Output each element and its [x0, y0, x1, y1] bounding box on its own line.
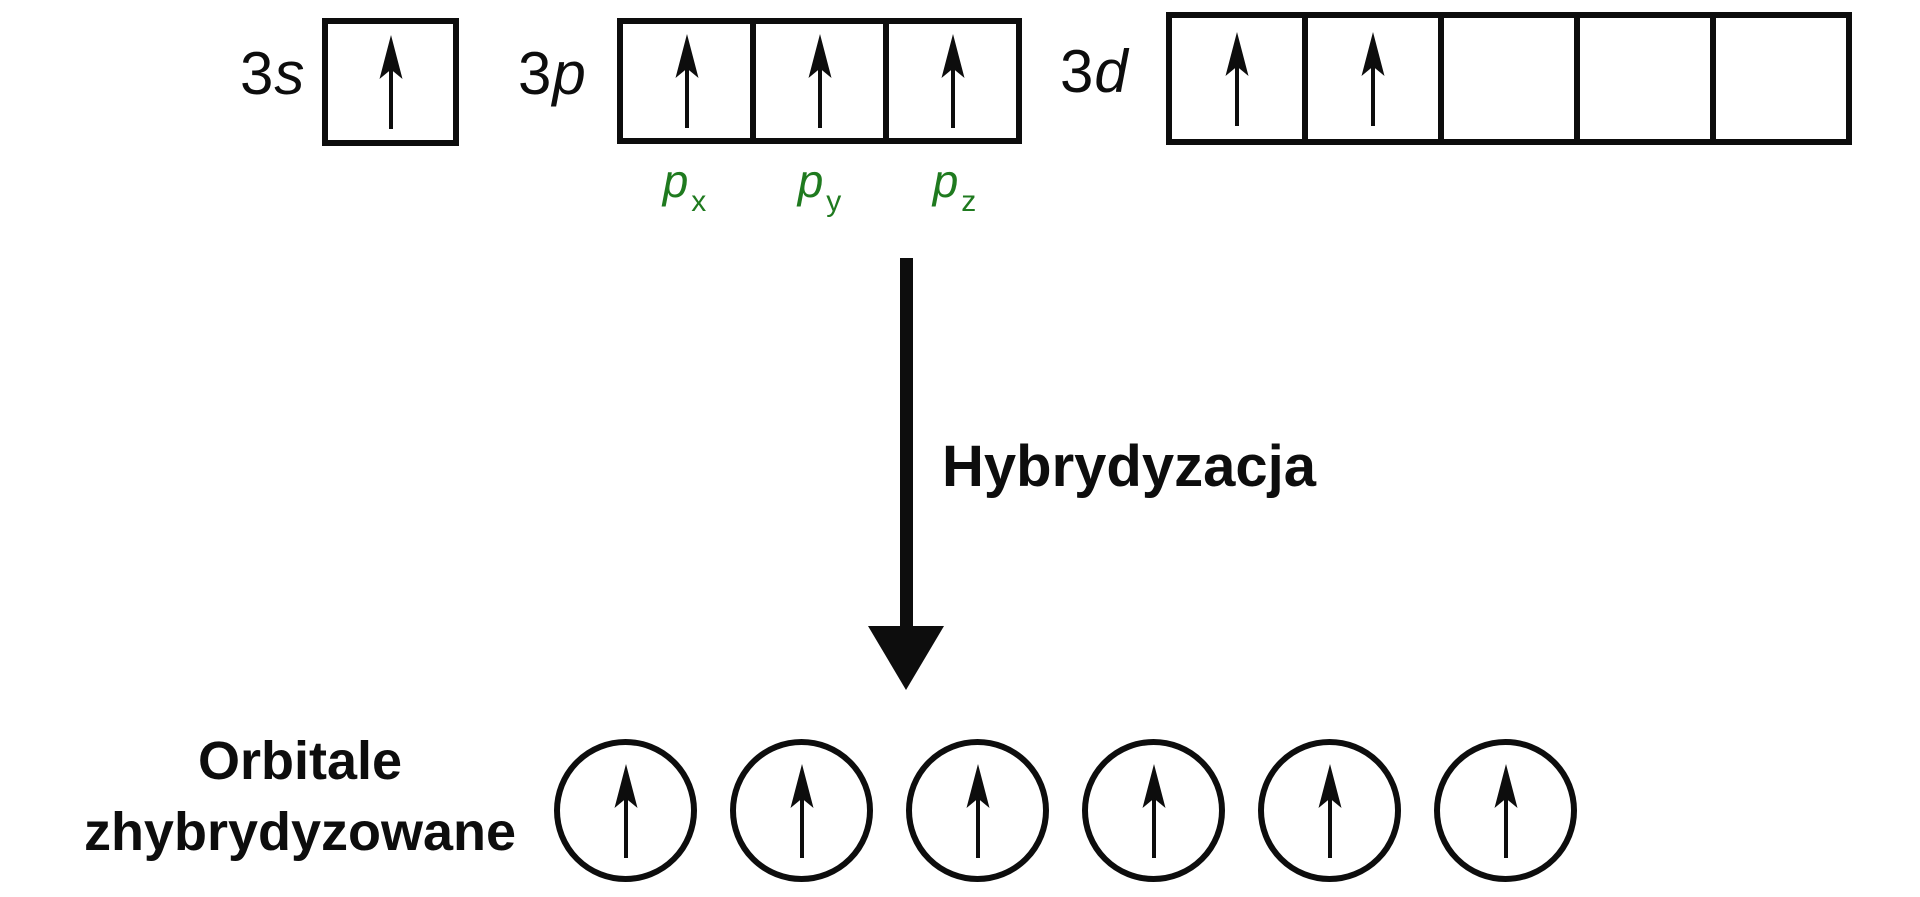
label-3d-number: 3 [1060, 38, 1095, 105]
orbital-cell-3p [617, 18, 756, 144]
label-3d: 3d [1060, 42, 1129, 102]
p-sublabel-base: p [797, 155, 824, 207]
p-sublabel-subscript: z [961, 185, 977, 218]
hybridization-arrow-head-icon [868, 626, 944, 690]
electron-up-arrow-icon [1318, 763, 1341, 858]
hybridized-orbital-circle [1434, 739, 1577, 882]
p-sublabel-subscript: y [826, 185, 842, 218]
orbital-cell-3d [1574, 12, 1716, 145]
label-3s-letter: s [274, 40, 306, 107]
electron-up-arrow-icon [966, 763, 989, 858]
orbital-cell-3d [1302, 12, 1444, 145]
orbital-cell-3p [883, 18, 1022, 144]
label-3s: 3s [240, 44, 305, 104]
p-sublabel-subscript: x [691, 185, 707, 218]
orbital-cell-3d [1710, 12, 1852, 145]
orbital-boxes-3s [322, 18, 459, 146]
orbital-cell-3d [1438, 12, 1580, 145]
hybridized-orbital-circle [906, 739, 1049, 882]
p-sublabel-base: p [932, 155, 959, 207]
electron-up-arrow-icon [1361, 31, 1385, 126]
label-3d-letter: d [1094, 38, 1129, 105]
hybridization-arrow-shaft [900, 258, 913, 630]
label-3p-letter: p [552, 40, 587, 107]
orbital-boxes-3d [1166, 12, 1852, 145]
electron-up-arrow-icon [675, 34, 698, 128]
electron-up-arrow-icon [1225, 31, 1249, 126]
hybridized-orbital-circle [1258, 739, 1401, 882]
orbital-boxes-3p [617, 18, 1022, 144]
p-sublabel-base: p [662, 155, 689, 207]
electron-up-arrow-icon [614, 763, 637, 858]
orbital-cell-3s [322, 18, 459, 146]
electron-up-arrow-icon [790, 763, 813, 858]
hybridized-orbital-circle [1082, 739, 1225, 882]
hybridized-orbitals-label: Orbitale zhybrydyzowane [60, 726, 540, 869]
electron-up-arrow-icon [808, 34, 831, 128]
hybridized-orbitals-row [554, 739, 1577, 882]
label-3p: 3p [518, 44, 587, 104]
label-3s-number: 3 [240, 40, 275, 107]
hybridization-arrow-label: Hybrydyzacja [942, 434, 1316, 499]
electron-up-arrow-icon [1494, 763, 1517, 858]
electron-up-arrow-icon [379, 35, 402, 129]
label-3p-number: 3 [518, 40, 553, 107]
hybridized-orbitals-label-line1: Orbitale [197, 731, 403, 791]
electron-up-arrow-icon [941, 34, 964, 128]
hybridized-orbital-circle [554, 739, 697, 882]
electron-up-arrow-icon [1142, 763, 1165, 858]
hybridized-orbital-circle [730, 739, 873, 882]
hybridized-orbitals-label-line2: zhybrydyzowane [83, 802, 517, 863]
orbital-cell-3p [750, 18, 889, 144]
orbital-cell-3d [1166, 12, 1308, 145]
